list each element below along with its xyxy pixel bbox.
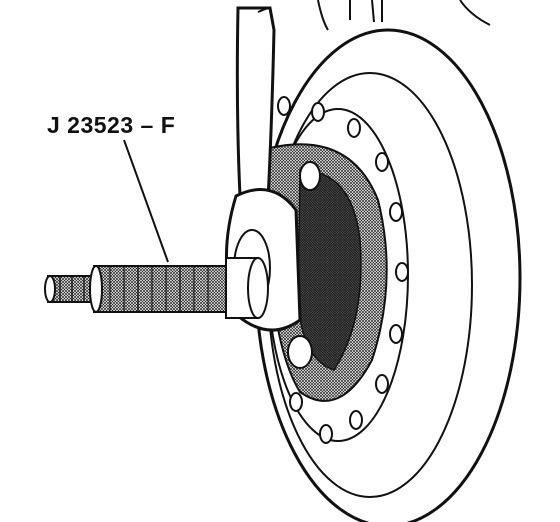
tool-callout-label: J 23523 – F: [47, 112, 176, 138]
callout-leader-line: [123, 139, 169, 263]
bolt-hole-ring: [277, 96, 409, 444]
vehicle-structure-lines: [317, 0, 491, 31]
puller-screw: [44, 257, 269, 319]
